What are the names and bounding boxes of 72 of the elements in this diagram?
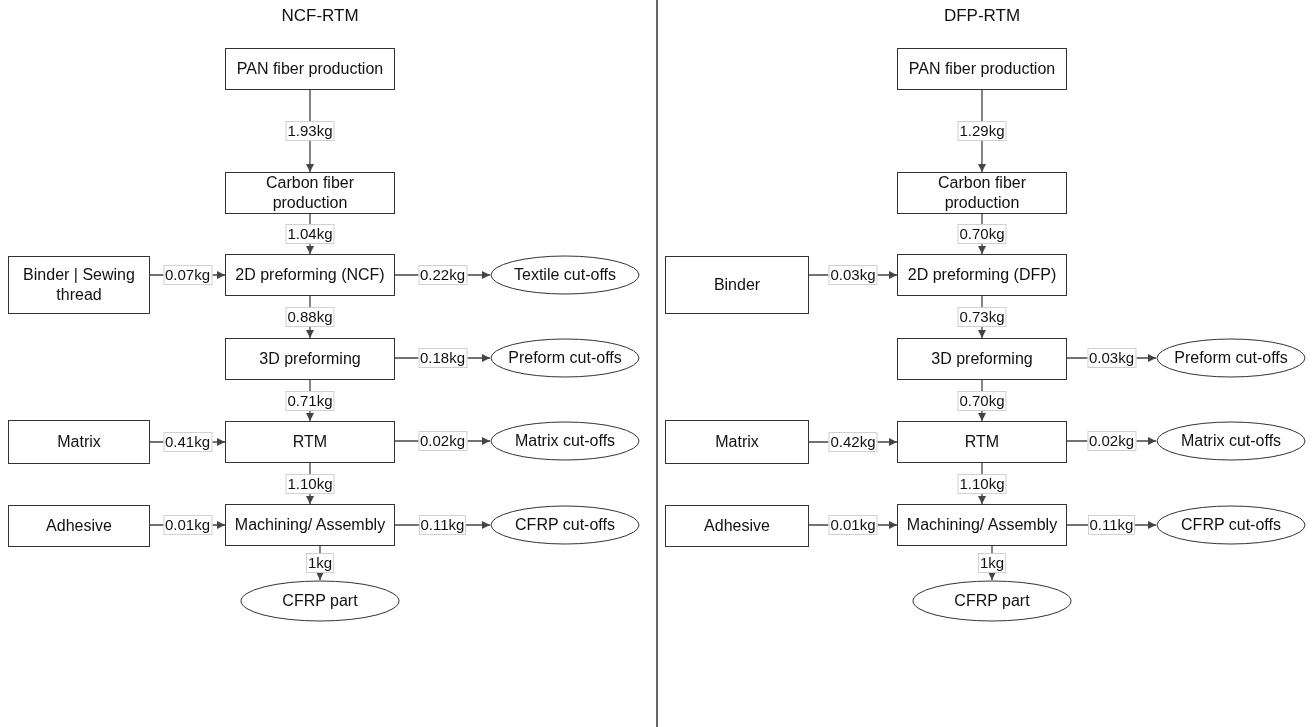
process-box (225, 421, 395, 463)
node-label: Matrix cut-offs (513, 431, 617, 451)
edge-label: 0.70kg (957, 224, 1007, 244)
edge-label: 0.07kg (163, 265, 212, 285)
node-label: Machining/ Assembly (233, 515, 387, 535)
node-label: 2D preforming (NCF) (234, 265, 386, 285)
process-box (897, 504, 1067, 546)
node-label: RTM (291, 432, 329, 452)
edge-label: 1.29kg (957, 121, 1007, 141)
node-label: Preform cut-offs (1173, 348, 1289, 368)
node-label: CFRP part (953, 591, 1031, 611)
edge-label: 0.73kg (957, 307, 1007, 327)
process-box (8, 256, 150, 314)
process-box (897, 172, 1067, 214)
node-label: Adhesive (45, 516, 113, 536)
process-box (8, 505, 150, 547)
node-label: CFRP part (281, 591, 359, 611)
edge-label: 1.10kg (957, 473, 1007, 494)
node-label: Carbon fiber production (936, 173, 1027, 213)
edge-label: 0.11kg (1087, 515, 1136, 535)
node-label: PAN fiber production (907, 59, 1057, 79)
edge-label: 1.10kg (285, 473, 335, 494)
process-box (665, 505, 809, 547)
process-box (225, 48, 395, 90)
edge-label: 0.03kg (828, 265, 878, 285)
process-box (897, 254, 1067, 296)
node-label: RTM (963, 432, 1001, 452)
node-label: Matrix cut-offs (1179, 431, 1283, 451)
process-box (665, 256, 809, 314)
edge-label: 1.93kg (285, 121, 335, 141)
panel-title: DFP-RTM (943, 6, 1021, 26)
node-label: 3D preforming (258, 349, 362, 369)
node-label: Preform cut-offs (507, 348, 623, 368)
edge-label: 1.04kg (285, 224, 335, 244)
process-box (225, 172, 395, 214)
node-label: 2D preforming (DFP) (906, 265, 1058, 285)
node-label: Matrix (56, 432, 102, 452)
node-label: Machining/ Assembly (905, 515, 1059, 535)
process-box (225, 504, 395, 546)
node-label: CFRP cut-offs (514, 515, 616, 535)
edge-label: 0.01kg (163, 515, 212, 535)
edge-label: 0.22kg (418, 265, 467, 285)
node-label: Binder | Sewing thread (22, 265, 136, 305)
edge-label: 0.03kg (1087, 348, 1136, 368)
edge-label: 0.71kg (285, 390, 335, 411)
edge-label: 1kg (305, 553, 335, 573)
process-box (665, 420, 809, 464)
process-box (8, 420, 150, 464)
edge-label: 1kg (977, 553, 1007, 573)
edge-label: 0.02kg (1087, 431, 1136, 451)
edge-label: 0.70kg (957, 390, 1007, 411)
edge-label: 0.41kg (163, 432, 212, 452)
edge-label: 0.11kg (418, 515, 467, 535)
edge-label: 0.42kg (828, 432, 878, 452)
panel-title: NCF-RTM (281, 6, 359, 26)
node-label: Carbon fiber production (264, 173, 355, 213)
edge-label: 0.18kg (418, 348, 467, 368)
process-box (897, 48, 1067, 90)
process-box (225, 254, 395, 296)
process-box (225, 338, 395, 380)
process-box (897, 338, 1067, 380)
node-label: 3D preforming (930, 349, 1034, 369)
process-box (897, 421, 1067, 463)
node-label: Matrix (714, 432, 760, 452)
edge-label: 0.01kg (828, 515, 878, 535)
node-label: PAN fiber production (235, 59, 385, 79)
edge-label: 0.02kg (418, 431, 467, 451)
edge-label: 0.88kg (285, 307, 335, 327)
node-label: CFRP cut-offs (1180, 515, 1282, 535)
node-label: Textile cut-offs (513, 265, 617, 285)
node-label: Adhesive (703, 516, 771, 536)
node-label: Binder (712, 275, 762, 295)
